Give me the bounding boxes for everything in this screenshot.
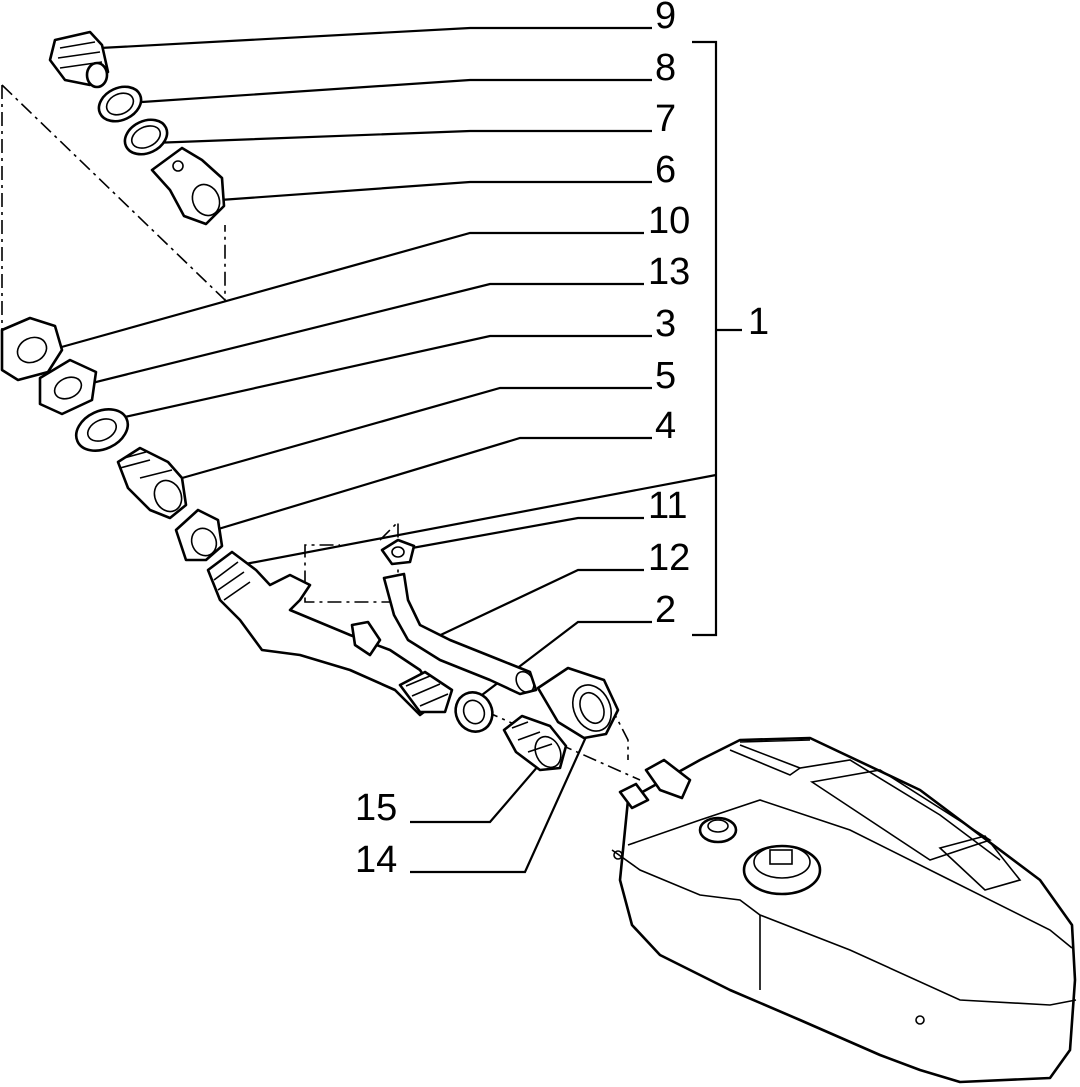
assembly-bracket [239,40,742,637]
fuel-cap-part-9 [48,30,110,89]
callout-14: 14 [355,839,397,881]
vent-hose-part-12 [382,572,538,696]
flange-bracket-part-6 [150,146,226,226]
hose-clamp-part-2 [454,691,494,733]
callout-7: 7 [655,98,676,140]
callout-6: 6 [655,149,676,191]
callout-3: 3 [655,303,676,345]
filler-pipe [206,550,454,717]
sleeve-part-4 [174,508,224,562]
ring-part-8 [97,85,143,123]
callout-9: 9 [655,0,676,37]
callout-5: 5 [655,355,676,397]
callout-15: 15 [355,787,397,829]
callout-11: 11 [648,485,687,527]
leader-lines [57,26,652,874]
callout-13: 13 [648,251,690,293]
large-sleeve-part-14 [536,666,620,740]
fuel-tank [611,736,1077,1084]
callout-labels: 9 8 7 6 10 13 3 5 4 11 12 2 1 15 14 [355,0,769,881]
short-hose-part-15 [502,714,568,772]
neck-adapter-part-5 [116,446,188,520]
mounting-plate-part-10 [0,316,64,382]
vent-hose-clip-part-11 [380,538,416,566]
clip-ring-part-13 [38,358,98,416]
callout-10: 10 [648,200,690,242]
callout-1: 1 [748,301,769,343]
callout-12: 12 [648,537,690,579]
callout-4: 4 [655,405,676,447]
seal-part-3 [74,408,130,452]
callout-8: 8 [655,47,676,89]
callout-2: 2 [655,589,676,631]
gasket-part-7 [123,118,169,156]
